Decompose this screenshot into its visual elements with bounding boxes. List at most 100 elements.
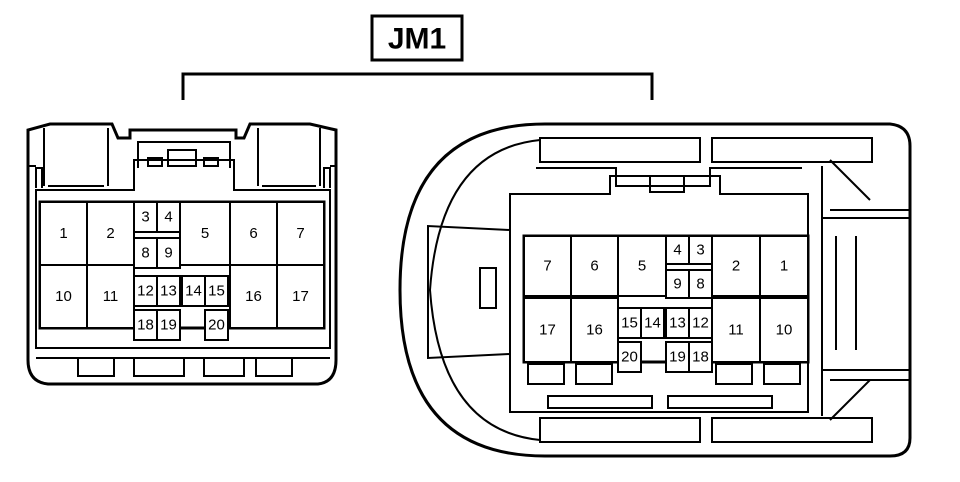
pin-label: 2: [106, 225, 114, 242]
pin-label: 15: [621, 315, 638, 332]
left-connector-pin-9: 9: [156, 237, 181, 269]
pin-label: 5: [201, 225, 209, 242]
pin-label: 10: [776, 322, 793, 339]
right-connector-pin-13: 13: [665, 307, 690, 339]
right-connector-pin-16: 16: [570, 297, 619, 363]
pin-label: 11: [103, 288, 119, 305]
right-connector-pin-20: 20: [617, 341, 642, 373]
pin-label: 6: [590, 258, 598, 275]
pin-cell: [179, 201, 231, 266]
left-connector-pin-1: 1: [39, 201, 88, 266]
left-connector-pin-5: 5: [179, 201, 231, 266]
pin-cell: [204, 309, 229, 341]
pin-label: 3: [141, 209, 149, 226]
pin-cell: [39, 264, 88, 329]
pin-label: 16: [586, 322, 603, 339]
right-connector-pin-1: 1: [759, 235, 809, 297]
pin-label: 6: [249, 225, 257, 242]
left-connector-pin-15: 15: [204, 275, 229, 307]
pin-cell: [688, 269, 713, 299]
pin-label: 8: [696, 276, 704, 293]
pin-label: 20: [621, 349, 638, 366]
connector-bracket: [181, 72, 654, 100]
left-connector-pin-11: 11: [86, 264, 135, 329]
right-connector-pin-11: 11: [711, 297, 761, 363]
pin-label: 16: [245, 288, 262, 305]
pin-label: 12: [692, 315, 709, 332]
pin-label: 7: [543, 258, 551, 275]
title-text: JM1: [388, 23, 446, 56]
left-connector-pin-17: 17: [276, 264, 325, 329]
right-connector-pin-10: 10: [759, 297, 809, 363]
left-connector-pin-19: 19: [156, 309, 181, 341]
pin-cell: [276, 201, 325, 266]
left-connector-pin-16: 16: [229, 264, 278, 329]
pin-cell: [617, 235, 667, 297]
right-connector-pin-9: 9: [665, 269, 690, 299]
pin-cell: [711, 297, 761, 363]
pin-label: 14: [644, 315, 661, 332]
pin-label: 18: [137, 317, 154, 334]
right-connector-pin-14: 14: [640, 307, 665, 339]
left-connector-pin-3: 3: [133, 201, 158, 233]
pin-label: 11: [728, 322, 744, 339]
right-connector-pin-19: 19: [665, 341, 690, 373]
pin-cell: [640, 307, 665, 339]
left-connector-pin-7: 7: [276, 201, 325, 266]
pin-cell: [86, 264, 135, 329]
pin-label: 4: [673, 242, 681, 259]
left-connector-pin-10: 10: [39, 264, 88, 329]
left-connector-pin-18: 18: [133, 309, 158, 341]
pin-label: 2: [732, 258, 740, 275]
pin-cell: [86, 201, 135, 266]
pin-cell: [156, 275, 181, 307]
pin-label: 8: [141, 245, 149, 262]
pin-cell: [759, 235, 809, 297]
pin-label: 19: [160, 317, 177, 334]
pin-label: 18: [692, 349, 709, 366]
left-connector-pin-20: 20: [204, 309, 229, 341]
pin-cell: [617, 341, 642, 373]
right-connector-pin-17: 17: [523, 297, 572, 363]
pin-label: 10: [55, 288, 72, 305]
pin-cell: [570, 235, 619, 297]
right-connector-pin-8: 8: [688, 269, 713, 299]
pin-cell: [688, 341, 713, 373]
left-connector-pin-13: 13: [156, 275, 181, 307]
pin-label: 17: [292, 288, 309, 305]
pin-label: 15: [208, 283, 225, 300]
right-connector-pin-12: 12: [688, 307, 713, 339]
right-connector-pin-5: 5: [617, 235, 667, 297]
left-connector-pin-14: 14: [181, 275, 206, 307]
pin-cell: [759, 297, 809, 363]
pin-label: 7: [296, 225, 304, 242]
pin-cell: [523, 297, 572, 363]
pin-label: 9: [164, 245, 172, 262]
pin-label: 5: [638, 258, 646, 275]
right-connector-pin-7: 7: [523, 235, 572, 297]
pin-cell: [229, 264, 278, 329]
pin-label: 19: [669, 349, 686, 366]
pin-label: 13: [669, 315, 686, 332]
pin-cell: [204, 275, 229, 307]
pin-label: 13: [160, 283, 177, 300]
right-connector-pin-4: 4: [665, 235, 690, 265]
pin-label: 14: [185, 283, 202, 300]
pin-label: 1: [780, 258, 788, 275]
pin-cell: [229, 201, 278, 266]
left-connector-pin-8: 8: [133, 237, 158, 269]
pin-label: 3: [696, 242, 704, 259]
pin-cell: [276, 264, 325, 329]
left-connector-pin-12: 12: [133, 275, 158, 307]
pin-cell: [156, 309, 181, 341]
pin-cell: [156, 237, 181, 269]
right-connector-pin-2: 2: [711, 235, 761, 297]
pin-label: 9: [673, 276, 681, 293]
pin-cell: [711, 235, 761, 297]
pin-label: 1: [59, 225, 67, 242]
pin-cell: [523, 235, 572, 297]
title-label: JM1: [370, 14, 464, 62]
